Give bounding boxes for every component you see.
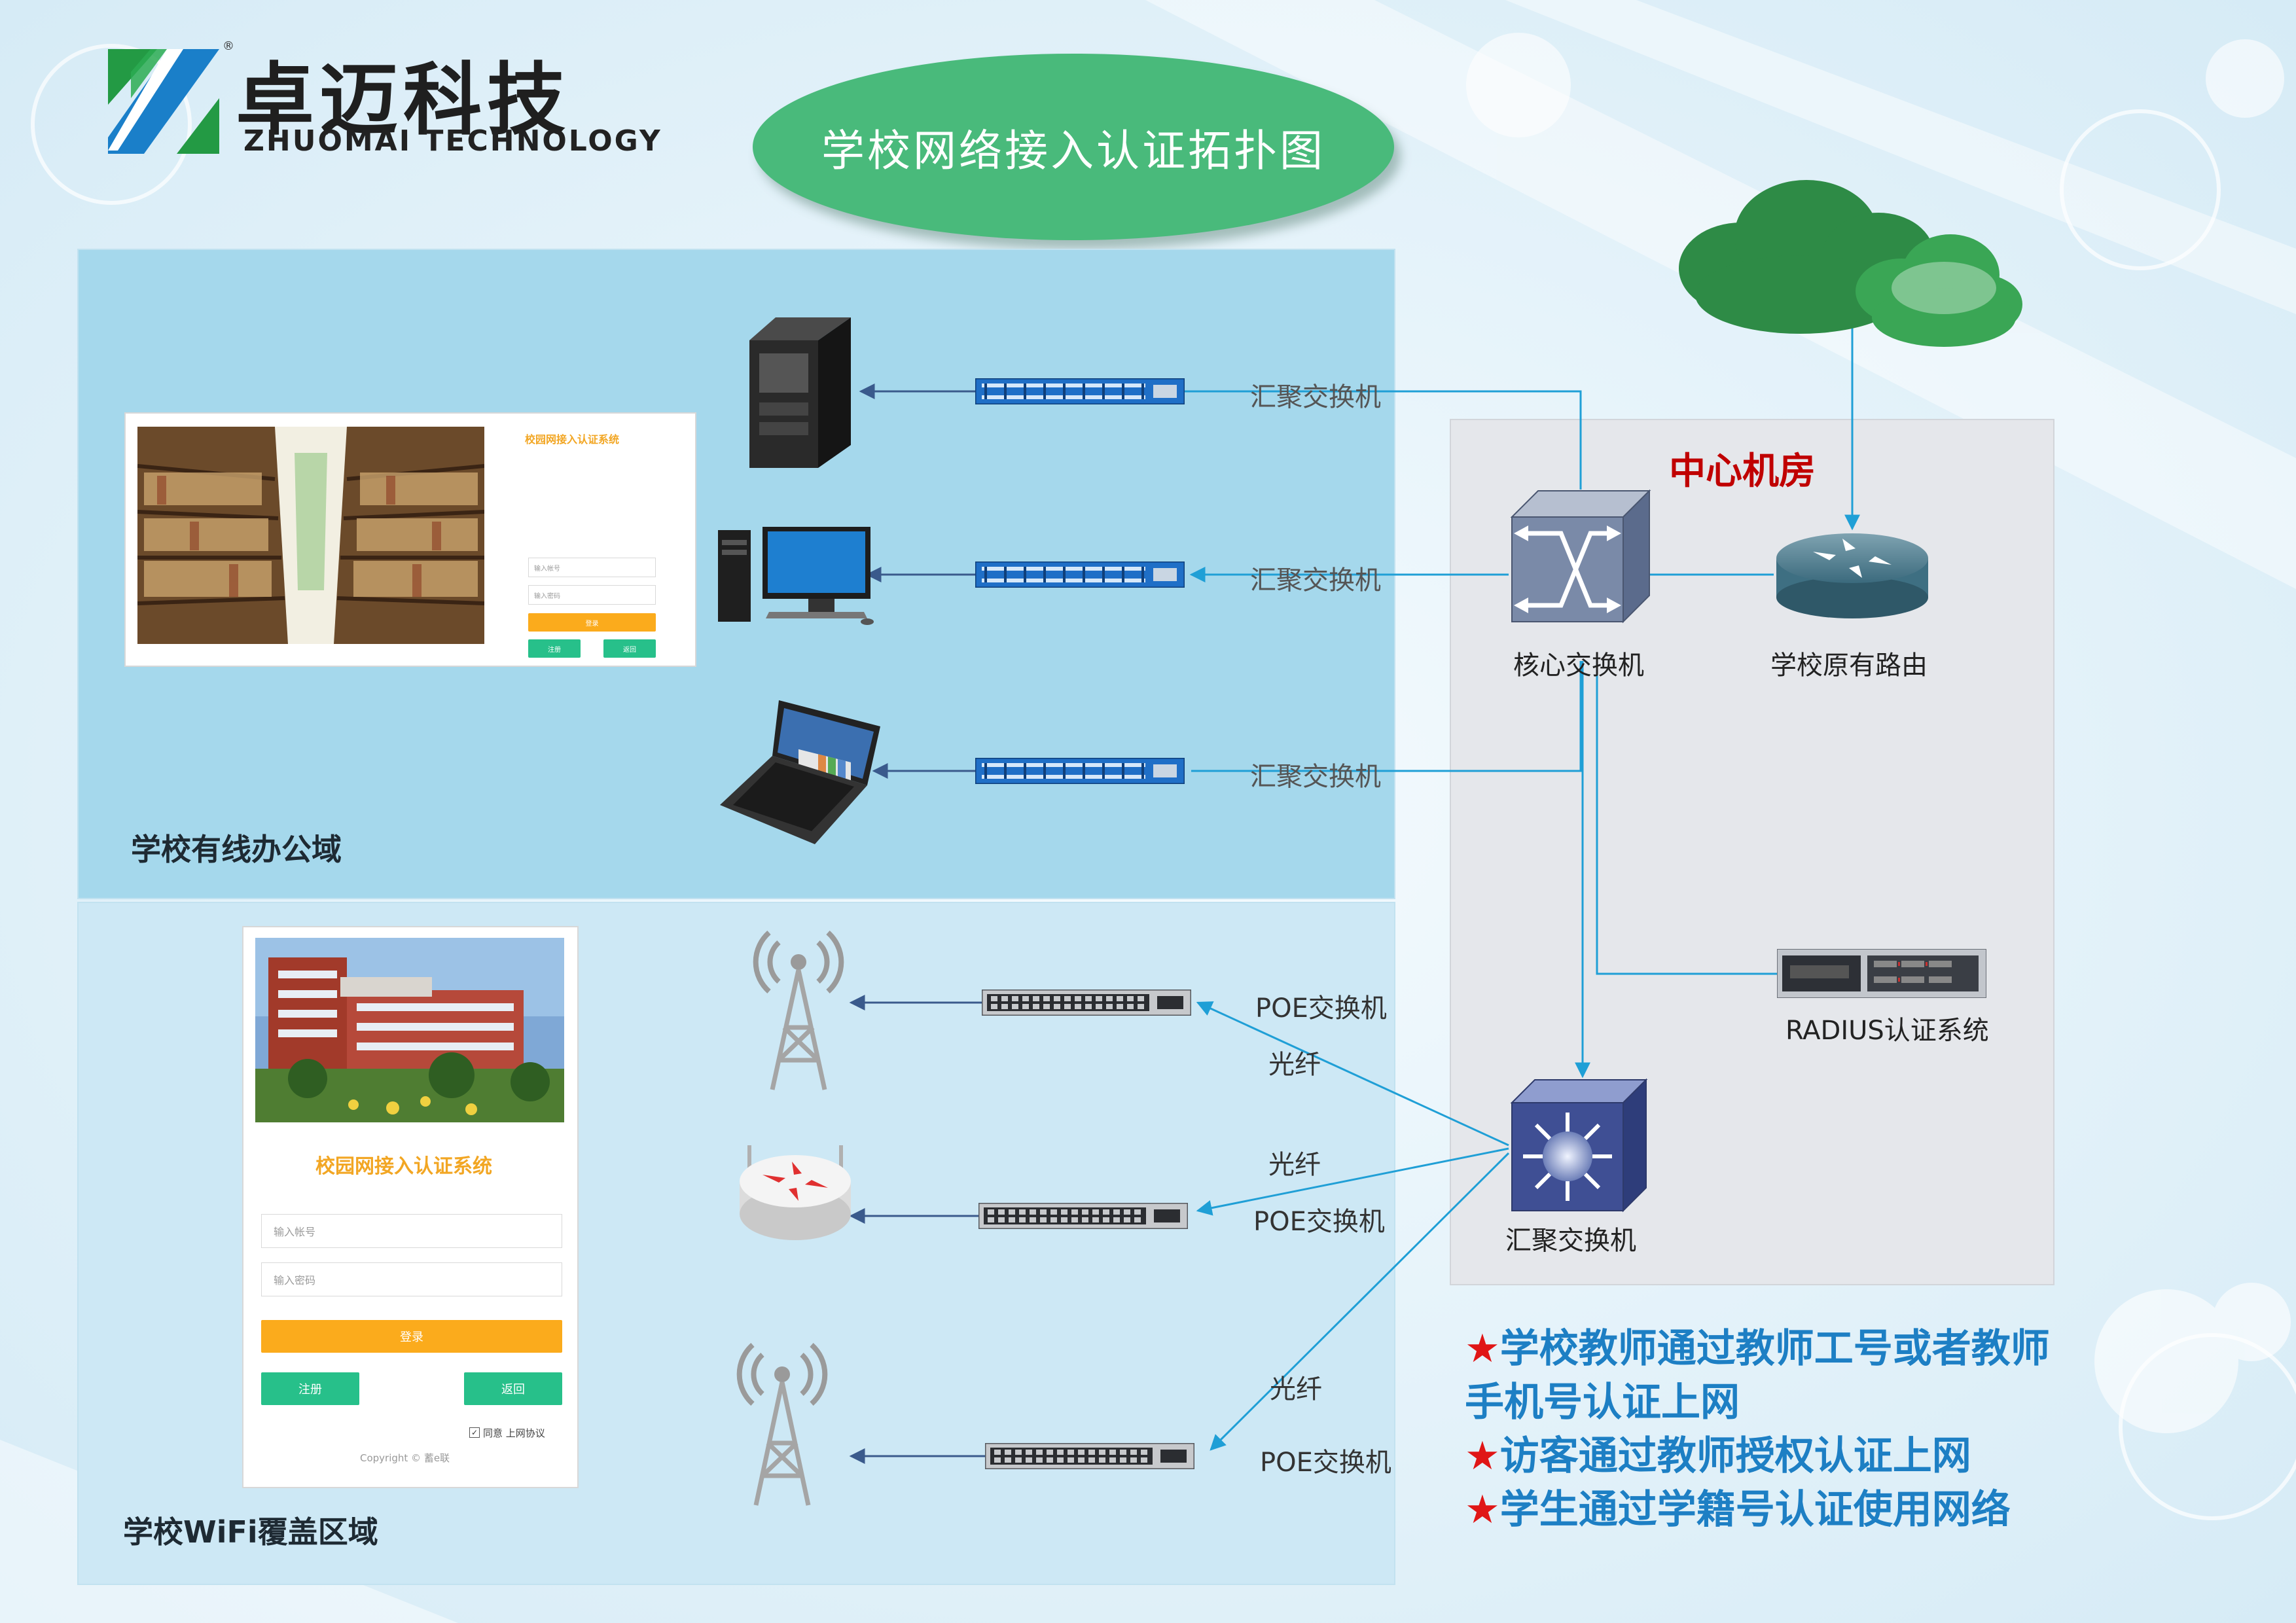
mobile-agree-text: 同意 上网协议 — [483, 1427, 545, 1439]
diagram-title: 学校网络接入认证拓扑图 — [821, 125, 1325, 176]
wired-switch-label-1: 汇聚交换机 — [1250, 382, 1381, 412]
campus-building-photo — [255, 938, 564, 1122]
router-label: 学校原有路由 — [1770, 651, 1928, 681]
antenna-tower-icon-1 — [753, 931, 844, 1090]
logo-text-cn: 卓迈科技 — [236, 55, 571, 146]
mobile-account-input[interactable]: 输入帐号 — [261, 1214, 562, 1248]
wired-switch-icon-3 — [975, 758, 1185, 784]
data-center-label: 中心机房 — [1669, 450, 1816, 493]
library-photo — [137, 427, 484, 644]
desktop-password-input[interactable]: 输入密码 — [528, 585, 656, 605]
title-ellipse: 学校网络接入认证拓扑图 — [753, 54, 1394, 240]
note-1: ★学校教师通过教师工号或者教师手机号认证上网 — [1465, 1326, 2050, 1425]
poe-switch-label-2: POE交换机 — [1253, 1207, 1385, 1237]
wired-switch-icon-1 — [975, 378, 1185, 404]
star-icon: ★ — [1465, 1326, 1500, 1372]
mobile-login-title: 校园网接入认证系统 — [315, 1155, 492, 1178]
wired-switch-label-2: 汇聚交换机 — [1250, 565, 1381, 596]
wifi-zone-label: 学校WiFi覆盖区域 — [123, 1514, 378, 1550]
logo-mark — [108, 49, 219, 154]
core-switch-icon — [1510, 489, 1651, 624]
aggregation-switch-icon — [1510, 1078, 1648, 1213]
desktop-pc-icon — [718, 527, 874, 625]
aggregation-switch-label: 汇聚交换机 — [1505, 1226, 1636, 1256]
desktop-back-button[interactable]: 返回 — [603, 639, 656, 658]
mobile-login-button[interactable]: 登录 — [261, 1320, 562, 1353]
radius-server-icon — [1777, 949, 1986, 998]
poe-switch-label-3: POE交换机 — [1260, 1448, 1391, 1478]
radius-label: RADIUS认证系统 — [1785, 1016, 1989, 1046]
logo-text-en: ZHUOMAI TECHNOLOGY — [243, 124, 662, 158]
router-icon — [1776, 533, 1928, 618]
antenna-tower-icon-2 — [736, 1343, 828, 1506]
desktop-register-button[interactable]: 注册 — [528, 639, 581, 658]
poe-switch-icon-3 — [985, 1443, 1194, 1469]
mobile-register-button[interactable]: 注册 — [261, 1372, 359, 1405]
notes-block: ★学校教师通过教师工号或者教师手机号认证上网 ★访客通过教师授权认证上网 ★学生… — [1465, 1322, 2067, 1537]
wired-zone-label: 学校有线办公域 — [131, 832, 342, 867]
registered-mark: ® — [223, 39, 234, 53]
desktop-login-screenshot: 校园网接入认证系统 输入帐号 输入密码 登录 注册 返回 — [124, 412, 696, 667]
poe-switch-icon-2 — [978, 1203, 1188, 1229]
wired-switch-label-3: 汇聚交换机 — [1250, 762, 1381, 792]
fiber-label-2: 光纤 — [1268, 1150, 1321, 1180]
mobile-back-button[interactable]: 返回 — [464, 1372, 562, 1405]
mobile-agree-checkbox[interactable]: ✓ — [469, 1427, 480, 1438]
internet-cloud-icon — [1679, 180, 2022, 347]
desktop-login-button[interactable]: 登录 — [528, 613, 656, 632]
note-3: ★学生通过学籍号认证使用网络 — [1465, 1487, 2011, 1533]
poe-switch-icon-1 — [982, 990, 1191, 1016]
fiber-label-3: 光纤 — [1270, 1374, 1322, 1404]
fiber-label-1: 光纤 — [1268, 1050, 1321, 1080]
mobile-login-screenshot: 校园网接入认证系统 输入帐号 输入密码 登录 注册 返回 ✓ 同意 上网协议 C… — [242, 926, 579, 1488]
note-2: ★访客通过教师授权认证上网 — [1465, 1433, 1971, 1479]
mobile-password-input[interactable]: 输入密码 — [261, 1262, 562, 1296]
star-icon: ★ — [1465, 1487, 1500, 1533]
desktop-login-title: 校园网接入认证系统 — [525, 433, 620, 446]
laptop-icon — [720, 700, 880, 844]
desktop-account-input[interactable]: 输入帐号 — [528, 558, 656, 577]
wired-switch-icon-2 — [975, 562, 1185, 588]
core-switch-label: 核心交换机 — [1513, 651, 1644, 681]
wireless-router-icon — [740, 1145, 851, 1240]
mobile-copyright: Copyright © 蓄e联 — [360, 1452, 450, 1464]
server-tower-icon — [749, 317, 851, 468]
star-icon: ★ — [1465, 1433, 1500, 1479]
poe-switch-label-1: POE交换机 — [1255, 993, 1387, 1024]
